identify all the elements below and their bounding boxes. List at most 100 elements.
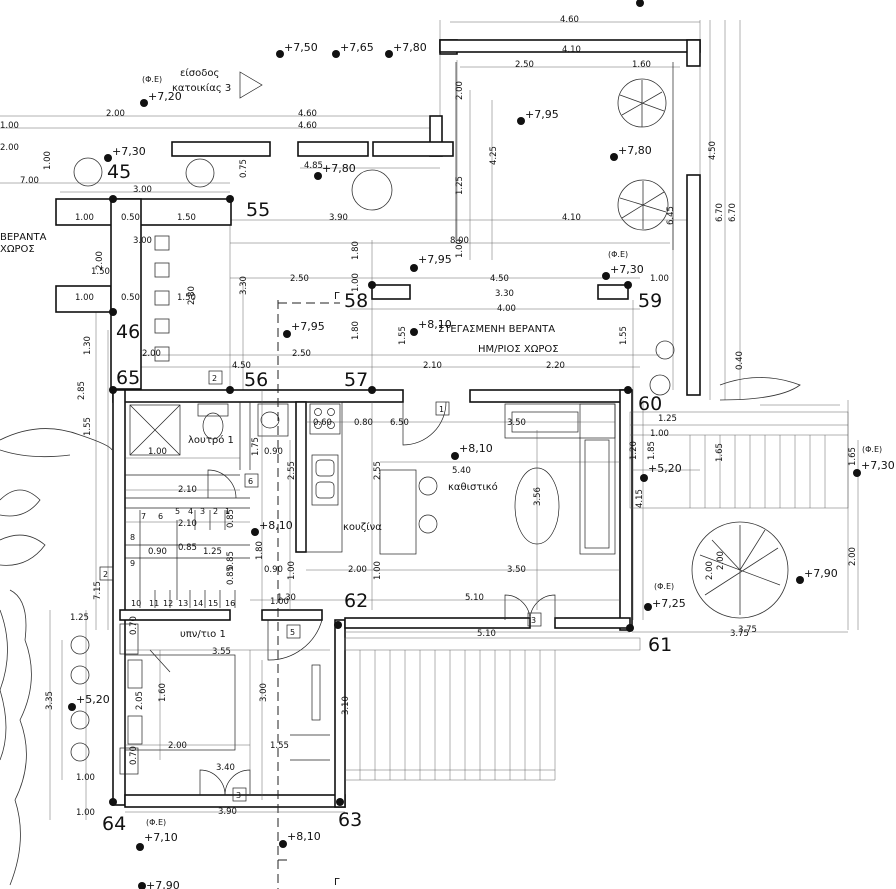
dimension-label: 1.80 bbox=[351, 241, 361, 260]
dimension-label: 0.90 bbox=[264, 565, 283, 575]
level-label: +8,10 bbox=[259, 519, 293, 532]
dimension-label: 5.40 bbox=[452, 466, 471, 476]
dimension-label: 6.45 bbox=[666, 206, 676, 225]
dimension-label: 1.80 bbox=[351, 321, 361, 340]
point-label: 61 bbox=[648, 634, 672, 656]
dimension-label: 2.00 bbox=[848, 547, 858, 566]
dimension-label: 0.50 bbox=[121, 213, 140, 223]
dimension-label: 1.25 bbox=[203, 547, 222, 557]
dimension-label: 2.00 bbox=[106, 109, 125, 119]
dimension-label: 1.75 bbox=[251, 437, 261, 456]
dimension-label: 2.00 bbox=[716, 551, 726, 570]
level-label: +7,80 bbox=[393, 41, 427, 54]
point-label: 58 bbox=[344, 290, 368, 312]
fe-mark: (Φ.Ε) bbox=[146, 818, 166, 827]
dimension-label: 2.00 bbox=[142, 349, 161, 359]
dimension-label: 1.65 bbox=[715, 443, 725, 462]
dimension-label: 1.25 bbox=[70, 613, 89, 623]
level-label: +7,80 bbox=[618, 144, 652, 157]
dimension-label: 0.80 bbox=[354, 418, 373, 428]
dimension-label: 4.10 bbox=[562, 213, 581, 223]
dimension-label: 2.00 bbox=[705, 561, 715, 580]
dimension-label: 1.00 bbox=[75, 293, 94, 303]
stair-number: 13 bbox=[178, 599, 188, 608]
dimension-label: 3.10 bbox=[341, 696, 351, 715]
dimension-label: 3.90 bbox=[329, 213, 348, 223]
covered-veranda-label: ΣΤΕΓΑΣΜΕΝΗ ΒΕΡΑΝΤΑ bbox=[438, 324, 555, 335]
stair-number: 5 bbox=[175, 507, 180, 516]
dimension-label: 1.60 bbox=[632, 60, 651, 70]
dimension-label: 1.55 bbox=[83, 417, 93, 436]
dimension-label: 1.55 bbox=[619, 326, 629, 345]
dimension-label: 1.50 bbox=[91, 267, 110, 277]
point-label: 64 bbox=[102, 813, 126, 835]
level-label: +7,80 bbox=[322, 162, 356, 175]
level-label: +8,10 bbox=[287, 830, 321, 843]
dimension-label: 2.80 bbox=[187, 286, 197, 305]
dimension-label: 2.10 bbox=[423, 361, 442, 371]
dimension-label: 2.00 bbox=[455, 81, 465, 100]
dimension-label: 4.60 bbox=[560, 15, 579, 25]
level-label: +7,20 bbox=[148, 90, 182, 103]
stair-number: 16 bbox=[225, 599, 235, 608]
dimension-label: 3.00 bbox=[133, 236, 152, 246]
dimension-label: 5.10 bbox=[465, 593, 484, 603]
dimension-label: 3.00 bbox=[259, 683, 269, 702]
tree-icon bbox=[0, 78, 801, 886]
point-label: 46 bbox=[116, 321, 140, 343]
dimension-label: 0.40 bbox=[735, 351, 745, 370]
dimension-label: 3.55 bbox=[212, 647, 231, 657]
dimension-label: 2.00 bbox=[95, 251, 105, 270]
dimension-label: 2.10 bbox=[178, 485, 197, 495]
door-tag: 3 bbox=[236, 791, 241, 800]
dimension-label: 1.55 bbox=[398, 326, 408, 345]
dimension-label: 1.25 bbox=[455, 176, 465, 195]
dimension-label: 4.25 bbox=[489, 146, 499, 165]
dimension-label: 0.70 bbox=[129, 746, 139, 765]
dimension-label: 1.50 bbox=[177, 213, 196, 223]
dimension-label: 1.00 bbox=[76, 773, 95, 783]
dimension-label: 4.85 bbox=[304, 161, 323, 171]
stair-number: 7 bbox=[141, 512, 146, 521]
stair-number: 1 bbox=[225, 507, 230, 516]
dimension-label: 1.30 bbox=[83, 336, 93, 355]
dimension-label: 1.65 bbox=[848, 447, 858, 466]
point-label: 59 bbox=[638, 290, 662, 312]
dimension-label: 6.70 bbox=[715, 203, 725, 222]
section-mark: Γ bbox=[334, 877, 340, 888]
level-label: +7,30 bbox=[610, 263, 644, 276]
level-label: +5,20 bbox=[648, 462, 682, 475]
dimension-label: 0.60 bbox=[313, 418, 332, 428]
dimension-label: 0.50 bbox=[121, 293, 140, 303]
dimension-label: 3.56 bbox=[533, 487, 543, 506]
fe-mark: (Φ.Ε) bbox=[608, 250, 628, 259]
dimension-label: 8.00 bbox=[450, 236, 469, 246]
stair-number: 11 bbox=[149, 599, 159, 608]
fe-mark: (Φ.Ε) bbox=[862, 445, 882, 454]
bedroom-label: υπν/τιο 1 bbox=[180, 629, 226, 640]
door-tag: 5 bbox=[290, 628, 295, 637]
dimension-label: 0.90 bbox=[148, 547, 167, 557]
dimension-label: 2.85 bbox=[77, 381, 87, 400]
fe-mark: (Φ.Ε) bbox=[142, 75, 162, 84]
stair-number: 12 bbox=[163, 599, 173, 608]
dimension-label: 1.00 bbox=[148, 447, 167, 457]
level-label: +8,10 bbox=[418, 318, 452, 331]
fe-mark: (Φ.Ε) bbox=[654, 582, 674, 591]
dimension-label: 1.00 bbox=[650, 274, 669, 284]
dimension-label: 1.85 bbox=[647, 441, 657, 460]
dimension-label: 0.85 bbox=[178, 543, 197, 553]
dimension-label: 0.85 bbox=[226, 509, 236, 528]
dimension-label: 1.50 bbox=[177, 293, 196, 303]
dimension-label: 3.30 bbox=[239, 276, 249, 295]
point-label: 45 bbox=[107, 161, 131, 183]
stair-number: 10 bbox=[131, 599, 141, 608]
dimension-label: 1.60 bbox=[158, 683, 168, 702]
dimension-label: 5.10 bbox=[477, 629, 496, 639]
dimension-label: 0.85 bbox=[226, 566, 236, 585]
dimension-label: 3.75 bbox=[738, 625, 757, 635]
dimension-label: 2.05 bbox=[135, 691, 145, 710]
dimension-label: 1.00 bbox=[270, 597, 289, 607]
dimension-label: 2.10 bbox=[178, 519, 197, 529]
